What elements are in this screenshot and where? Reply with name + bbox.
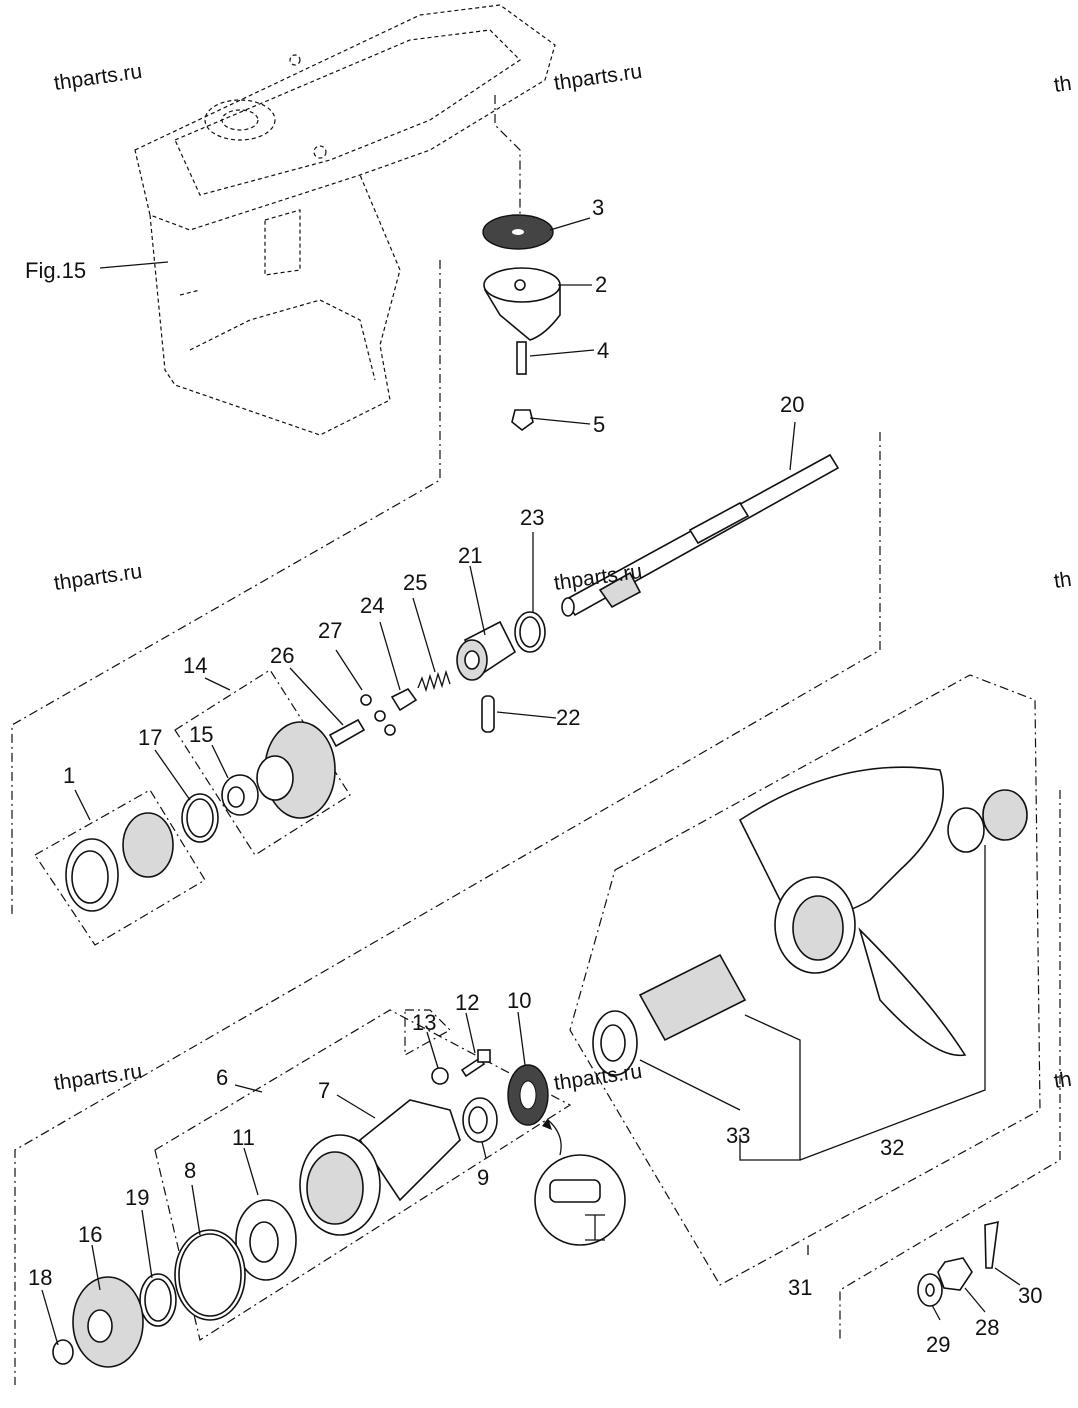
- leader-lines: [41, 217, 1021, 1346]
- part-14-forward-gear: [256, 721, 336, 819]
- watermark: thparts.ru: [552, 1060, 643, 1095]
- callout-9: 9: [477, 1165, 489, 1190]
- watermark: th: [1052, 1068, 1073, 1093]
- callout-29: 29: [926, 1332, 950, 1357]
- part-17-shim: [181, 793, 219, 843]
- part-19-shim: [139, 1273, 177, 1327]
- part-5-nut: [511, 409, 534, 432]
- callout-5: 5: [593, 412, 605, 437]
- callout-2: 2: [595, 272, 607, 297]
- callout-22: 22: [556, 705, 580, 730]
- part-thrust-washer: [947, 789, 1028, 853]
- watermark: th: [1052, 72, 1073, 97]
- callout-21: 21: [458, 543, 482, 568]
- part-13-washer: [431, 1067, 449, 1085]
- callout-18: 18: [28, 1265, 52, 1290]
- part-24-slider: [390, 687, 418, 712]
- part-15-needle-bearing: [221, 774, 259, 816]
- callout-8: 8: [184, 1158, 196, 1183]
- part-26-pin: [328, 718, 366, 748]
- watermark: thparts.ru: [552, 60, 643, 95]
- part-1-tapered-bearing: [65, 812, 174, 912]
- part-11-ball-bearing: [235, 1199, 297, 1281]
- callout-3: 3: [592, 195, 604, 220]
- callout-25: 25: [403, 570, 427, 595]
- callout-10: 10: [507, 988, 531, 1013]
- part-25-spring: [417, 669, 451, 693]
- group-frames: [11, 95, 1061, 1385]
- part-16-reverse-gear: [72, 1276, 144, 1368]
- part-8-o-ring: [174, 1229, 246, 1321]
- callout-28: 28: [975, 1315, 999, 1340]
- callout-7: 7: [318, 1078, 330, 1103]
- part-3-gasket: [482, 214, 554, 250]
- callout-33: 33: [726, 1123, 750, 1148]
- callout-19: 19: [125, 1185, 149, 1210]
- callout-12: 12: [455, 990, 479, 1015]
- callout-26: 26: [270, 643, 294, 668]
- callout-24: 24: [360, 593, 384, 618]
- callout-6: 6: [216, 1065, 228, 1090]
- watermark: th: [1052, 568, 1073, 593]
- callout-20: 20: [780, 392, 804, 417]
- part-22-pin: [481, 695, 495, 733]
- watermark: thparts.ru: [52, 1060, 143, 1095]
- watermark: thparts.ru: [52, 560, 143, 595]
- part-27-balls: [360, 694, 396, 736]
- part-20-propeller-shaft: [561, 453, 840, 617]
- callout-23: 23: [520, 505, 544, 530]
- part-30-cotter-pin: [984, 1220, 999, 1269]
- part-10-oil-seal: [507, 1064, 549, 1126]
- part-28-nut: [937, 1257, 973, 1291]
- callout-13: 13: [412, 1010, 436, 1035]
- part-18-circlip: [52, 1339, 74, 1365]
- part-23-spring-ring: [514, 611, 546, 653]
- callout-17: 17: [138, 725, 162, 750]
- detail-inset: [534, 1118, 626, 1246]
- part-9-bearing: [462, 1097, 498, 1143]
- callout-4: 4: [597, 338, 609, 363]
- watermark: thparts.ru: [52, 60, 143, 95]
- part-7-bearing-housing: [299, 1099, 461, 1236]
- gear-case-housing: [134, 4, 556, 436]
- callout-1: 1: [63, 763, 75, 788]
- part-33-spacer: [592, 953, 747, 1076]
- callout-15: 15: [189, 722, 213, 747]
- callout-14: 14: [183, 653, 207, 678]
- figure-reference-label: Fig.15: [25, 258, 86, 283]
- callout-11: 11: [232, 1125, 255, 1150]
- part-4-stud: [516, 341, 527, 375]
- callout-16: 16: [78, 1222, 102, 1247]
- part-21-clutch: [456, 620, 517, 681]
- callout-30: 30: [1018, 1283, 1042, 1308]
- callout-27: 27: [318, 618, 342, 643]
- part-29-washer: [917, 1273, 943, 1307]
- part-32-propeller: [738, 766, 967, 1057]
- callout-31: 31: [788, 1275, 812, 1300]
- part-12-bolt: [460, 1049, 491, 1078]
- callout-32: 32: [880, 1135, 904, 1160]
- part-2-anode: [483, 267, 561, 341]
